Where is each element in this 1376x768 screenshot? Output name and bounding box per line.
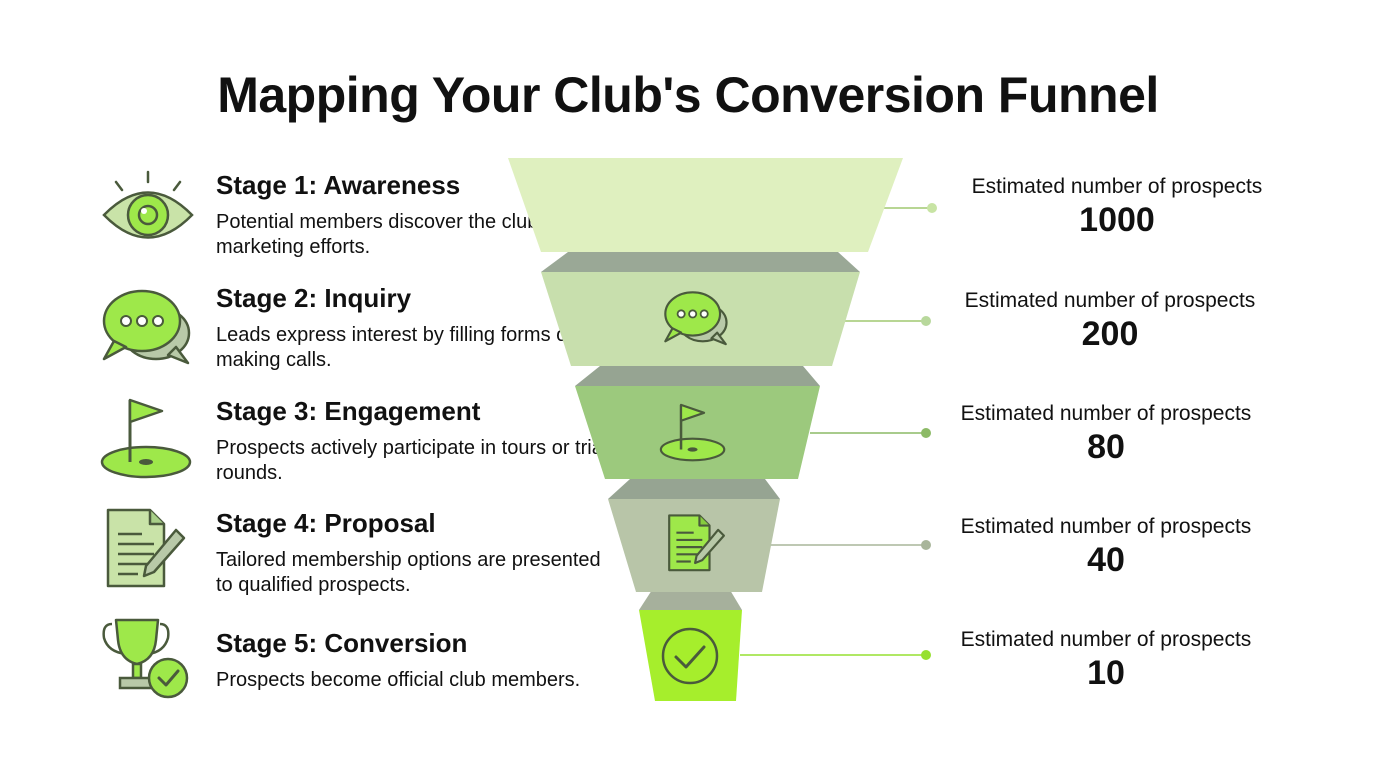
metric-awareness: Estimated number of prospects 1000	[937, 174, 1297, 240]
stage-inquiry: Stage 2: Inquiry Leads express interest …	[0, 283, 640, 383]
page-title: Mapping Your Club's Conversion Funnel	[217, 67, 1159, 123]
golf-flag-icon	[100, 398, 192, 479]
stage-title: Stage 4: Proposal	[216, 508, 436, 538]
connector-dot-1	[927, 203, 937, 213]
stage-title: Stage 1: Awareness	[216, 170, 461, 200]
funnel-gap	[575, 366, 820, 386]
stage-title: Stage 5: Conversion	[216, 628, 468, 658]
stage-engagement: Stage 3: Engagement Prospects actively p…	[0, 396, 640, 496]
connector-dot-4	[921, 540, 931, 550]
metric-value: 10	[1087, 654, 1125, 692]
eye-icon	[102, 170, 194, 239]
metric-value: 40	[1087, 541, 1125, 579]
funnel-gap	[608, 479, 780, 499]
metric-value: 200	[1081, 315, 1139, 353]
document-pen-icon	[106, 508, 186, 588]
chat-bubbles-icon	[102, 289, 191, 365]
metric-value: 1000	[1079, 201, 1155, 239]
stage-description: Tailored membership options are presente…	[216, 549, 601, 596]
chat-bubbles-icon	[664, 291, 728, 346]
funnel-segment-conversion	[639, 610, 742, 701]
golf-flag-icon	[659, 403, 726, 462]
metric-label: Estimated number of prospects	[960, 515, 1252, 538]
stage-awareness: Stage 1: Awareness Potential members dis…	[0, 170, 640, 270]
stage-conversion: Stage 5: Conversion Prospects become off…	[0, 618, 640, 728]
metric-inquiry: Estimated number of prospects 200	[930, 288, 1290, 354]
stage-description: Leads express interest by filling forms …	[216, 324, 574, 371]
connector-dot-2	[921, 316, 931, 326]
checkmark-icon	[661, 627, 719, 685]
stage-description: Prospects become official club members.	[216, 669, 581, 691]
metric-label: Estimated number of prospects	[964, 289, 1256, 312]
metric-label: Estimated number of prospects	[960, 402, 1252, 425]
metric-proposal: Estimated number of prospects 40	[926, 514, 1286, 580]
stage-title: Stage 2: Inquiry	[216, 283, 412, 313]
metric-value: 80	[1087, 428, 1125, 466]
connector-dot-3	[921, 428, 931, 438]
stage-proposal: Stage 4: Proposal Tailored membership op…	[0, 508, 640, 608]
funnel-segment-engagement	[575, 386, 820, 479]
trophy-check-icon	[102, 618, 189, 699]
metric-label: Estimated number of prospects	[971, 175, 1263, 198]
stage-title: Stage 3: Engagement	[216, 396, 481, 426]
funnel-gap	[541, 252, 860, 272]
stage-description: Potential members discover the club thro…	[216, 211, 612, 258]
stage-description: Prospects actively participate in tours …	[216, 437, 608, 484]
metric-conversion: Estimated number of prospects 10	[926, 627, 1286, 693]
connector-dot-5	[921, 650, 931, 660]
document-pen-icon	[668, 514, 725, 572]
metric-engagement: Estimated number of prospects 80	[926, 401, 1286, 467]
funnel-segment-awareness	[508, 158, 903, 252]
metric-label: Estimated number of prospects	[960, 628, 1252, 651]
funnel-gap	[639, 590, 742, 610]
